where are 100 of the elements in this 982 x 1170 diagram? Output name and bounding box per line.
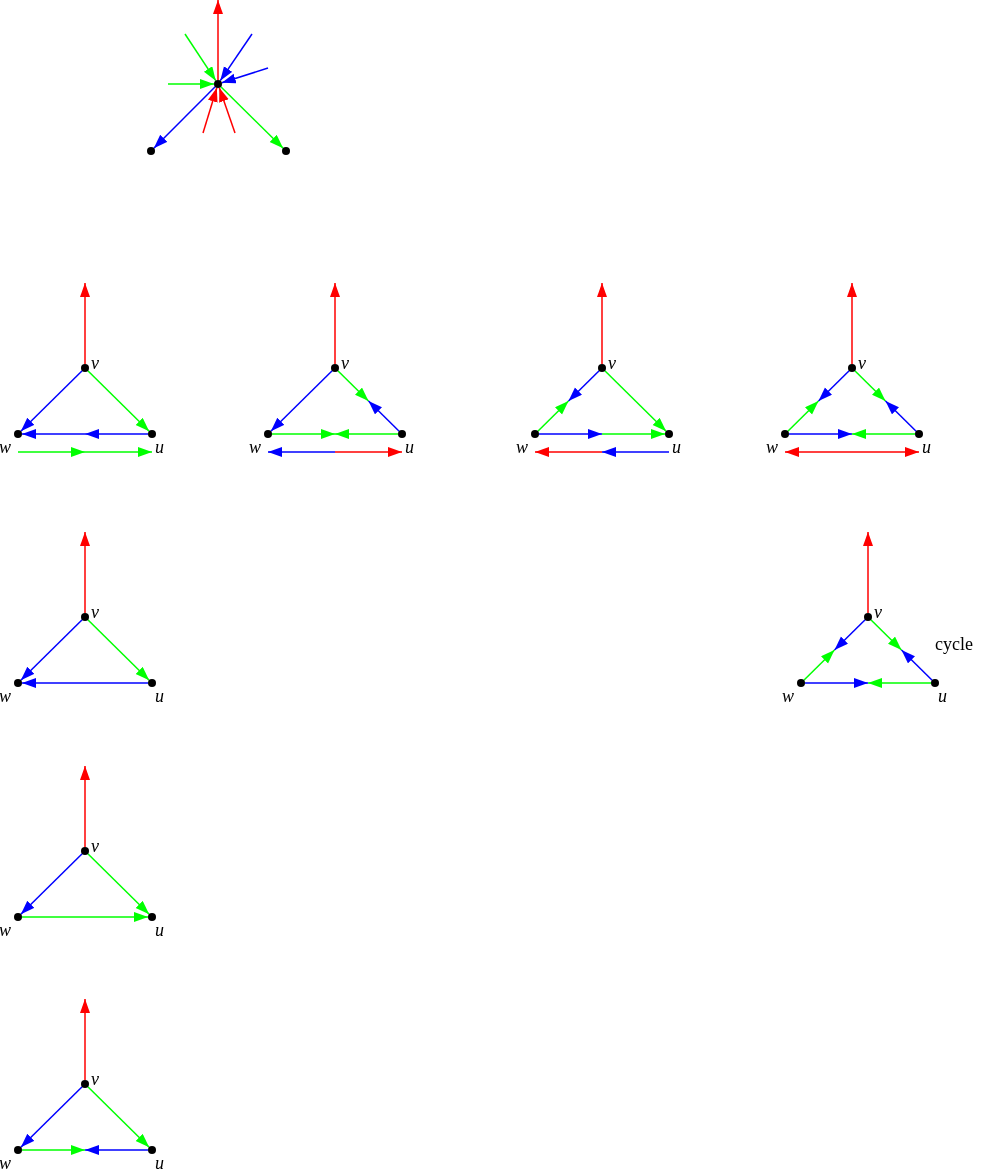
vertex-dot <box>81 847 89 855</box>
arrow <box>21 912 149 922</box>
arrow <box>803 649 836 681</box>
vertex-label: v <box>91 603 99 621</box>
arrow <box>270 370 333 432</box>
arrow <box>884 400 917 432</box>
vertex-label: v <box>858 354 866 372</box>
arrow <box>271 429 336 439</box>
vertex-label: v <box>608 354 616 372</box>
arrow <box>87 1086 150 1148</box>
arrow <box>17 447 153 457</box>
arrow <box>80 282 90 365</box>
vertex-dot <box>148 679 156 687</box>
arrow <box>787 400 820 432</box>
arrow <box>334 429 399 439</box>
arrow <box>804 678 869 688</box>
vertex-dot <box>665 430 673 438</box>
vertex-dot <box>781 430 789 438</box>
arrow <box>863 531 873 614</box>
vertex-dot <box>931 679 939 687</box>
arrow <box>21 429 149 439</box>
vertex-dot <box>147 147 155 155</box>
arrow <box>221 67 269 84</box>
vertex-label: v <box>91 354 99 372</box>
vertex-dot <box>81 1080 89 1088</box>
vertex-label: v <box>341 354 349 372</box>
note-text: cycle <box>935 634 973 654</box>
vertex-dot <box>148 430 156 438</box>
arrow <box>213 0 223 81</box>
vertex-dot <box>848 364 856 372</box>
arrow <box>604 370 667 432</box>
arrow <box>20 619 83 681</box>
vertex-label: w <box>0 438 11 456</box>
vertex-label: u <box>938 687 947 705</box>
vertex-dot <box>14 1146 22 1154</box>
arrow <box>80 998 90 1081</box>
arrow <box>538 429 603 439</box>
arrow <box>21 678 149 688</box>
vertex-dot <box>14 430 22 438</box>
arrow <box>87 370 150 432</box>
arrow <box>167 79 215 89</box>
vertex-label: w <box>0 1154 11 1170</box>
vertex-label: u <box>672 438 681 456</box>
vertex-label: u <box>405 438 414 456</box>
arrow <box>534 447 603 457</box>
arrow <box>597 282 607 365</box>
vertex-dot <box>797 679 805 687</box>
arrow <box>900 649 933 681</box>
vertex-dot <box>14 913 22 921</box>
vertex-label: u <box>155 921 164 939</box>
vertex-label: u <box>922 438 931 456</box>
arrow <box>218 87 236 134</box>
arrow <box>220 86 284 149</box>
arrow <box>601 429 666 439</box>
arrow <box>87 853 150 915</box>
arrow <box>202 87 218 134</box>
arrow <box>184 33 217 82</box>
arrow <box>851 429 916 439</box>
arrow <box>334 447 403 457</box>
vertex-dot <box>148 1146 156 1154</box>
arrow <box>537 400 570 432</box>
vertex-label: w <box>0 687 11 705</box>
vertex-label: w <box>0 921 11 939</box>
vertex-dot <box>148 913 156 921</box>
vertex-label: w <box>782 687 794 705</box>
arrow <box>854 370 887 402</box>
vertex-dot <box>398 430 406 438</box>
arrow <box>601 447 670 457</box>
vertex-dot <box>81 613 89 621</box>
vertex-dot <box>331 364 339 372</box>
arrow <box>20 1086 83 1148</box>
arrow <box>80 531 90 614</box>
vertex-dot <box>81 364 89 372</box>
arrow <box>20 853 83 915</box>
arrow <box>784 447 920 457</box>
arrow <box>20 370 83 432</box>
vertex-label: u <box>155 687 164 705</box>
arrow <box>833 619 866 651</box>
arrow <box>330 282 340 365</box>
vertex-label: u <box>155 1154 164 1170</box>
vertex-dot <box>264 430 272 438</box>
arrow <box>84 1145 149 1155</box>
vertex-dot <box>282 147 290 155</box>
vertex-label: v <box>91 1070 99 1088</box>
arrow <box>367 400 400 432</box>
vertex-label: w <box>766 438 778 456</box>
vertex-dot <box>531 430 539 438</box>
arrow <box>80 765 90 848</box>
vertex-dot <box>14 679 22 687</box>
vertex-label: v <box>91 837 99 855</box>
arrow <box>337 370 370 402</box>
arrow <box>87 619 150 681</box>
vertex-label: v <box>874 603 882 621</box>
arrow <box>567 370 600 402</box>
vertex-dot <box>598 364 606 372</box>
arrow <box>817 370 850 402</box>
vertex-dot <box>214 80 222 88</box>
arrow <box>788 429 853 439</box>
arrow <box>867 678 932 688</box>
arrow <box>267 447 336 457</box>
